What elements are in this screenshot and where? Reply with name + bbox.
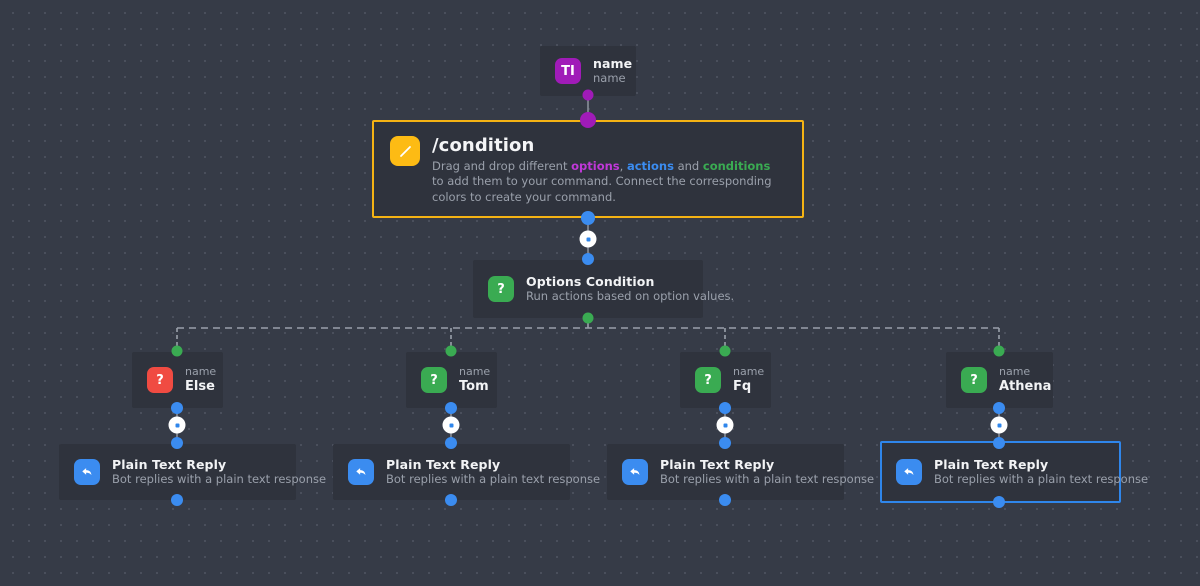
- option-3-label: name: [733, 365, 765, 378]
- port-options-condition-input[interactable]: [582, 253, 594, 265]
- port-reply-3-output[interactable]: [719, 494, 731, 506]
- node-option-else[interactable]: ? name Else: [132, 352, 223, 408]
- option-4-value: Athena: [999, 378, 1052, 394]
- node-command-title: /condition: [432, 135, 535, 156]
- node-reply-1-title: Plain Text Reply: [112, 456, 227, 472]
- option-question-icon: ?: [695, 367, 721, 393]
- port-option-4-input[interactable]: [993, 345, 1005, 357]
- node-option-athena[interactable]: ? name Athena: [946, 352, 1053, 408]
- command-desc-prefix: Drag and drop different: [432, 158, 572, 173]
- port-option-2-output[interactable]: [445, 402, 457, 414]
- edge-add-button-option-1[interactable]: [168, 416, 186, 434]
- node-reply-1[interactable]: Plain Text Reply Bot replies with a plai…: [59, 444, 327, 500]
- reply-arrow-icon: [896, 459, 922, 485]
- port-option-3-output[interactable]: [719, 402, 731, 414]
- port-option-1-input[interactable]: [171, 345, 183, 357]
- port-name-input-output[interactable]: [582, 89, 594, 101]
- command-desc-mid2: and: [673, 158, 703, 173]
- node-reply-2-subtitle: Bot replies with a plain text response: [386, 472, 601, 487]
- node-reply-4-subtitle: Bot replies with a plain text response: [934, 472, 1149, 487]
- node-reply-2-title: Plain Text Reply: [386, 456, 501, 472]
- command-slash-icon: [390, 136, 420, 166]
- port-options-condition-output[interactable]: [582, 312, 594, 324]
- port-option-4-output[interactable]: [993, 402, 1005, 414]
- option-question-icon: ?: [961, 367, 987, 393]
- edge-add-button-option-2[interactable]: [442, 416, 460, 434]
- port-reply-2-input[interactable]: [445, 437, 457, 449]
- node-reply-3-title: Plain Text Reply: [660, 456, 775, 472]
- node-options-condition-title: Options Condition: [526, 273, 655, 289]
- reply-arrow-icon: [622, 459, 648, 485]
- option-1-value: Else: [185, 378, 215, 394]
- port-reply-1-output[interactable]: [171, 494, 183, 506]
- option-3-value: Fq: [733, 378, 752, 394]
- condition-question-icon: ?: [488, 276, 514, 302]
- node-command-description: Drag and drop different options, actions…: [432, 159, 782, 206]
- node-reply-1-subtitle: Bot replies with a plain text response: [112, 472, 327, 487]
- node-option-fq[interactable]: ? name Fq: [680, 352, 771, 408]
- option-4-label: name: [999, 365, 1031, 378]
- node-reply-4-selected[interactable]: Plain Text Reply Bot replies with a plai…: [880, 441, 1149, 503]
- node-reply-3[interactable]: Plain Text Reply Bot replies with a plai…: [607, 444, 875, 500]
- option-2-label: name: [459, 365, 491, 378]
- node-reply-2[interactable]: Plain Text Reply Bot replies with a plai…: [333, 444, 601, 500]
- option-question-icon: ?: [147, 367, 173, 393]
- port-reply-4-output[interactable]: [993, 496, 1005, 508]
- command-desc-mid1: ,: [619, 158, 627, 173]
- command-token-actions: actions: [626, 158, 674, 173]
- port-reply-1-input[interactable]: [171, 437, 183, 449]
- node-reply-4-title: Plain Text Reply: [934, 456, 1049, 472]
- text-input-icon: TI: [555, 58, 581, 84]
- port-reply-2-output[interactable]: [445, 494, 457, 506]
- port-reply-3-input[interactable]: [719, 437, 731, 449]
- port-reply-4-input[interactable]: [993, 437, 1005, 449]
- edge-add-button-option-4[interactable]: [990, 416, 1008, 434]
- option-2-value: Tom: [459, 378, 489, 394]
- port-command-input[interactable]: [580, 112, 596, 128]
- command-token-options: options: [571, 158, 620, 173]
- reply-arrow-icon: [348, 459, 374, 485]
- node-options-condition-subtitle: Run actions based on option values.: [526, 289, 735, 304]
- option-1-label: name: [185, 365, 217, 378]
- edge-add-button-option-3[interactable]: [716, 416, 734, 434]
- option-question-icon: ?: [421, 367, 447, 393]
- node-name-input-subtitle: name: [593, 71, 626, 86]
- reply-arrow-icon: [74, 459, 100, 485]
- node-name-input-title: name: [593, 55, 633, 71]
- node-reply-3-subtitle: Bot replies with a plain text response: [660, 472, 875, 487]
- node-option-tom[interactable]: ? name Tom: [406, 352, 497, 408]
- edge-add-button-command[interactable]: [579, 230, 597, 248]
- command-desc-suffix: to add them to your command. Connect the…: [432, 174, 772, 204]
- command-token-conditions: conditions: [702, 158, 771, 173]
- port-option-2-input[interactable]: [445, 345, 457, 357]
- node-options-condition[interactable]: ? Options Condition Run actions based on…: [473, 260, 735, 318]
- port-command-output[interactable]: [581, 211, 595, 225]
- port-option-1-output[interactable]: [171, 402, 183, 414]
- node-command-condition[interactable]: /condition Drag and drop different optio…: [372, 120, 804, 218]
- port-option-3-input[interactable]: [719, 345, 731, 357]
- node-name-input[interactable]: TI name name: [540, 46, 636, 96]
